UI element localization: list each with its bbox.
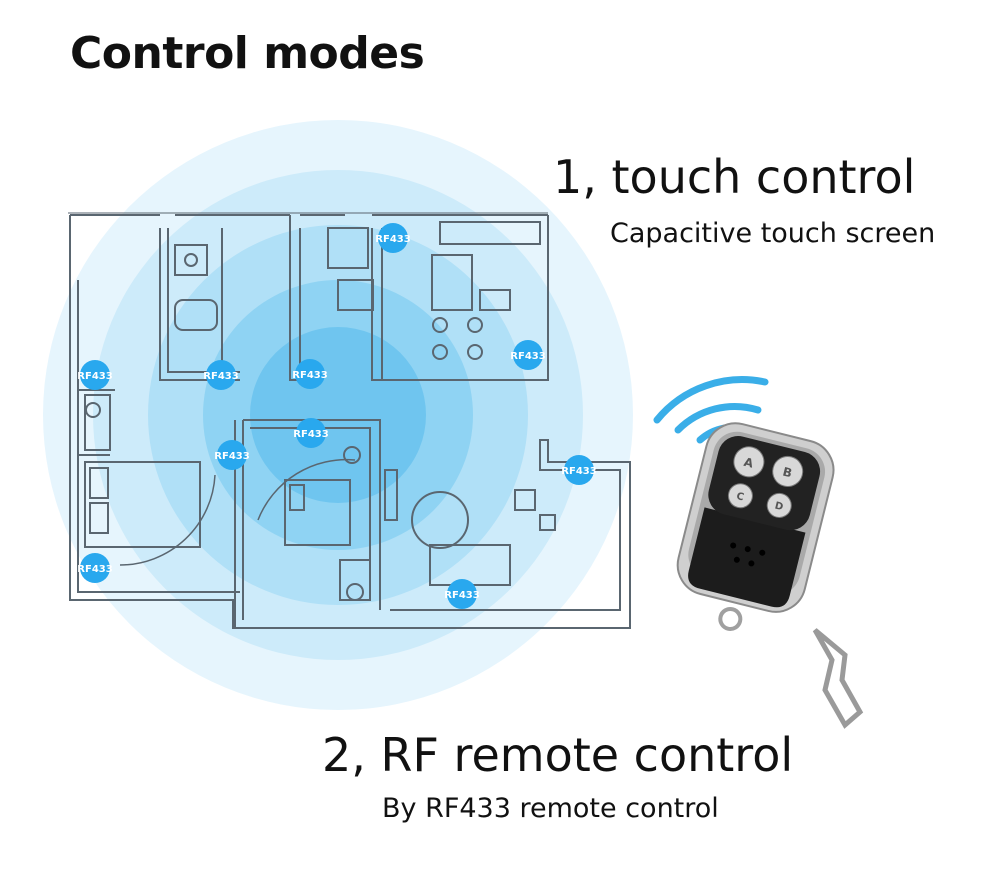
svg-text:RF433: RF433 — [510, 351, 545, 362]
rf433-badge: RF433 — [292, 359, 328, 389]
page-title: Control modes — [70, 28, 425, 79]
rf-remote-keyfob: A B C D — [676, 422, 835, 631]
signal-rings — [43, 120, 633, 710]
svg-text:C: C — [735, 491, 745, 503]
rf-remote-description: By RF433 remote control — [382, 793, 719, 824]
rf433-badge: RF433 — [510, 340, 546, 370]
svg-text:RF433: RF433 — [293, 429, 328, 440]
rf433-badge: RF433 — [293, 418, 329, 448]
rf433-badge: RF433 — [214, 440, 250, 470]
rf433-badge: RF433 — [444, 579, 480, 609]
rf433-badge: RF433 — [203, 360, 239, 390]
touch-control-heading: 1, touch control — [553, 150, 916, 204]
rf433-badge: RF433 — [77, 553, 113, 583]
rf433-devices: RF433 RF433 RF433 RF433 RF433 RF433 RF43… — [77, 223, 597, 609]
svg-text:RF433: RF433 — [561, 466, 596, 477]
svg-text:D: D — [774, 501, 785, 514]
svg-text:RF433: RF433 — [214, 451, 249, 462]
rf433-badge: RF433 — [77, 360, 113, 390]
rf433-badge: RF433 — [375, 223, 411, 253]
rf433-badge: RF433 — [561, 455, 597, 485]
rf-remote-heading: 2, RF remote control — [322, 728, 794, 782]
keyring-clasp — [812, 628, 864, 729]
svg-text:RF433: RF433 — [375, 234, 410, 245]
svg-text:RF433: RF433 — [77, 371, 112, 382]
svg-text:B: B — [781, 465, 793, 481]
svg-text:RF433: RF433 — [292, 370, 327, 381]
touch-control-description: Capacitive touch screen — [610, 218, 936, 249]
svg-text:RF433: RF433 — [444, 590, 479, 601]
svg-text:RF433: RF433 — [77, 564, 112, 575]
svg-text:RF433: RF433 — [203, 371, 238, 382]
remote-buttons: A B C D — [727, 446, 804, 518]
svg-text:A: A — [742, 455, 755, 471]
